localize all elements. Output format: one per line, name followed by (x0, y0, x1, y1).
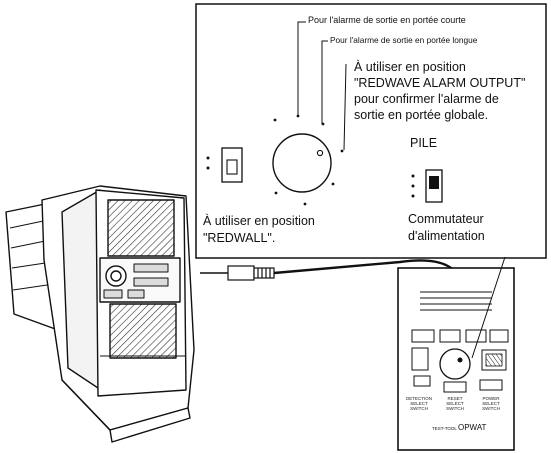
alarm-output-line-3: pour confirmer l'alarme de (354, 92, 499, 107)
upper-lens (108, 200, 174, 256)
redwall-line-2: "REDWALL". (203, 231, 275, 246)
tester-brand: OPWAT (458, 423, 486, 432)
tester-switch-label-2: RESET SELECT SWITCH (442, 396, 468, 411)
detector-connector (106, 266, 126, 286)
alarm-output-line-1: À utiliser en position (354, 60, 466, 75)
redwall-line-1: À utiliser en position (203, 214, 315, 229)
tester-switch-label-1: DETECTION SELECT SWITCH (404, 396, 434, 411)
tester-dial (440, 349, 470, 379)
short-range-label: Pour l'alarme de sortie en portée courte (308, 15, 466, 25)
power-switch-line-1: Commutateur (408, 212, 484, 227)
alarm-output-line-4: sortie en portée globale. (354, 108, 488, 123)
range-dial (273, 134, 331, 192)
tester-switch-label-3: POWER SELECT SWITCH (476, 396, 506, 411)
long-range-label: Pour l'alarme de sortie en portée longue (330, 35, 477, 45)
tester-model: TEST-TOOL (432, 426, 457, 431)
cable-plug (228, 266, 274, 280)
lower-lens (110, 304, 176, 358)
battery-label: PILE (410, 136, 437, 151)
power-switch-line-2: d'alimentation (408, 229, 485, 244)
detector (6, 186, 194, 442)
alarm-output-line-2: "REDWAVE ALARM OUTPUT" (354, 76, 525, 91)
tester-device (398, 268, 514, 450)
